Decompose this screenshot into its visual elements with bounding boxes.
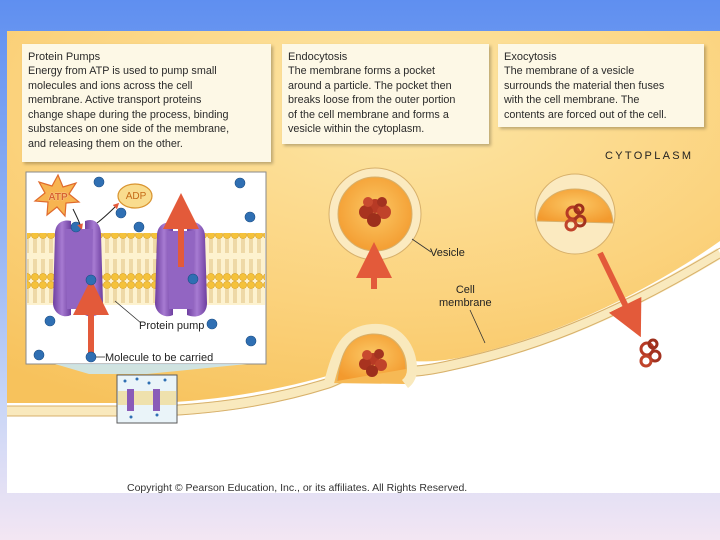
- molecule-label: Molecule to be carried: [105, 352, 214, 364]
- exocytosis-title: Exocytosis: [504, 51, 557, 63]
- magnifier-callout: [55, 364, 247, 374]
- exocytosis-line: contents are forced out of the cell.: [504, 108, 667, 121]
- protein-pumps-line: and releasing them on the other.: [28, 137, 183, 150]
- protein-pump-label: Protein pump: [139, 320, 205, 332]
- protein-pumps-line: molecules and ions across the cell: [28, 79, 193, 92]
- cytoplasm-label: CYTOPLASM: [605, 150, 694, 162]
- protein-pump-right: [155, 221, 207, 317]
- exocytosis-line: The membrane of a vesicle: [504, 65, 635, 77]
- adp-oval: [117, 183, 153, 209]
- protein-pumps-title: Protein Pumps: [28, 51, 101, 63]
- cell-membrane-label-line2: membrane: [439, 297, 492, 309]
- endocytosis-box: Endocytosis The membrane forms a pocket …: [282, 44, 489, 144]
- endocytosis-line: of the cell membrane and forms a: [288, 108, 449, 121]
- protein-pumps-line: change shape during the process, binding: [28, 108, 229, 121]
- exocytosis-line: surrounds the material then fuses: [504, 79, 665, 92]
- cell-membrane-label-line1: Cell: [455, 284, 475, 296]
- transported-molecules: [33, 176, 257, 363]
- exocytosis-vesicle: [534, 173, 616, 255]
- vesicle-leader-line: [411, 238, 432, 253]
- exocytosis-line: with the cell membrane. The: [504, 94, 640, 107]
- copyright-notice: Copyright © Pearson Education, Inc., or …: [127, 482, 468, 493]
- particle-endocytosis-vesicle: [359, 197, 391, 227]
- vesicle-label: Vesicle: [430, 247, 465, 259]
- protein-pump-leader-line: [114, 300, 142, 324]
- protein-pump-inset: [25, 171, 267, 365]
- endocytosis-line: breaks loose from the outer portion: [288, 94, 456, 107]
- protein-pumps-box: Protein Pumps Energy from ATP is used to…: [22, 44, 271, 162]
- adp-label: ADP: [125, 191, 147, 202]
- endocytosis-line: around a particle. The pocket then: [288, 79, 452, 92]
- particle-endocytosis-pocket: [359, 349, 387, 377]
- membrane-thumbnail: [116, 374, 178, 424]
- endocytosis-line: The membrane forms a pocket: [288, 65, 436, 77]
- exocytosis-arrow: [597, 251, 642, 338]
- endocytosis-title: Endocytosis: [288, 51, 348, 63]
- slide: Protein Pumps Energy from ATP is used to…: [7, 31, 720, 493]
- pump-to-adp-arrow: [96, 202, 120, 224]
- atp-to-pump-arrow: [72, 208, 83, 230]
- protein-pumps-line: Energy from ATP is used to pump small: [28, 65, 217, 77]
- atp-burst: [33, 173, 81, 218]
- protein-pump-left: [53, 219, 103, 317]
- particle-exocytosis-vesicle: [564, 203, 587, 232]
- cell-membrane-label: Cell membrane: [439, 284, 492, 310]
- protein-pumps-line: membrane. Active transport proteins: [28, 94, 202, 107]
- protein-pumps-line: substances on one side of the membrane,: [28, 123, 230, 136]
- atp-label: ATP: [48, 192, 68, 203]
- particle-released: [639, 338, 662, 368]
- endocytosis-line: vesicle within the cytoplasm.: [288, 123, 425, 136]
- membrane-leader-line: [469, 309, 486, 344]
- exocytosis-box: Exocytosis The membrane of a vesicle sur…: [498, 44, 704, 127]
